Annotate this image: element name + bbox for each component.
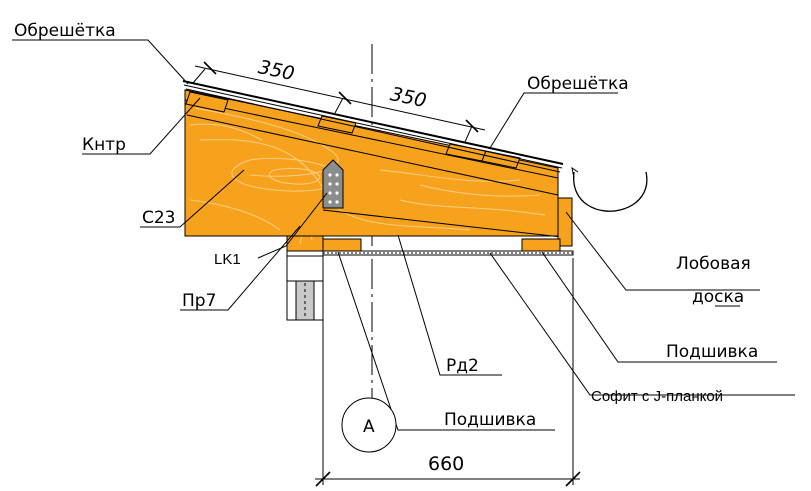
- label-fascia-line1: Лобовая: [676, 254, 751, 274]
- label-plate: Пр7: [182, 291, 216, 311]
- label-counter-batten: Кнтр: [82, 135, 126, 155]
- wall-insulation: [295, 280, 315, 321]
- label-fascia-line2: доска: [692, 287, 744, 307]
- section-marker-letter: A: [363, 417, 375, 437]
- label-soffit-j: Софит с J-планкой: [591, 388, 723, 405]
- label-lathing-top: Обрешётка: [14, 21, 116, 41]
- label-rafter: C23: [142, 208, 176, 228]
- label-soffit-board-right: Подшивка: [666, 342, 758, 362]
- label-lathing-right: Обрешётка: [527, 74, 629, 94]
- dimension-660: 660: [428, 453, 464, 475]
- soffit-blocks: [322, 238, 561, 252]
- fascia-board: [557, 197, 573, 247]
- label-underlines: [66, 39, 740, 431]
- label-connector: LK1: [214, 251, 241, 268]
- label-ceiling-joist: Рд2: [446, 356, 479, 376]
- wall: [286, 247, 324, 321]
- roof-covering: [182, 80, 564, 173]
- gutter: [573, 171, 648, 212]
- lk1-connector: [322, 159, 344, 209]
- section-marker: A: [341, 397, 397, 453]
- dimension-350-second: 350: [388, 83, 428, 112]
- rafter: [184, 89, 571, 239]
- label-soffit-board-bottom: Подшивка: [444, 410, 536, 430]
- soffit-panel: [322, 250, 574, 256]
- dimension-lines: [192, 61, 581, 487]
